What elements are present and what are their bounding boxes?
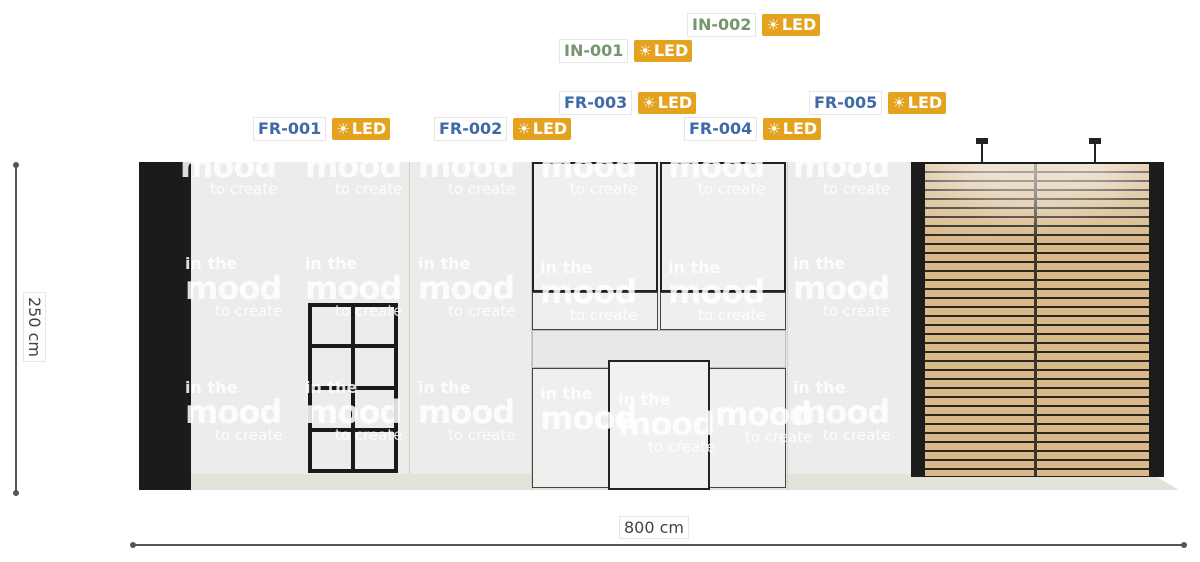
sun-icon: ☀	[892, 94, 906, 112]
light-tag-fr-004[interactable]: FR-004 ☀LED	[684, 117, 822, 141]
led-badge: ☀LED	[332, 118, 391, 140]
spotlight-icon	[976, 138, 988, 144]
led-badge: ☀LED	[638, 92, 697, 114]
cube-shelf	[308, 303, 398, 473]
light-code: FR-004	[684, 117, 758, 141]
spotlight-icon	[1089, 138, 1101, 144]
light-tag-fr-003[interactable]: FR-003 ☀LED	[559, 91, 697, 115]
sun-icon: ☀	[767, 120, 781, 138]
light-code: FR-001	[253, 117, 327, 141]
cabinet-upper-left[interactable]	[532, 162, 658, 292]
left-end-column	[139, 162, 191, 490]
light-tag-fr-002[interactable]: FR-002 ☀LED	[434, 117, 572, 141]
sun-icon: ☀	[638, 42, 652, 60]
spotlight-glow	[925, 164, 1149, 244]
led-badge: ☀LED	[763, 118, 822, 140]
light-code: FR-002	[434, 117, 508, 141]
led-badge: ☀LED	[513, 118, 572, 140]
light-code: IN-002	[687, 13, 757, 37]
sun-icon: ☀	[766, 16, 780, 34]
width-dimension-label: 800 cm	[619, 516, 690, 539]
light-code: FR-003	[559, 91, 633, 115]
light-tag-fr-001[interactable]: FR-001 ☀LED	[253, 117, 391, 141]
panel-seam	[531, 162, 532, 490]
light-code: IN-001	[559, 39, 629, 63]
led-badge: ☀LED	[634, 40, 693, 62]
led-badge: ☀LED	[888, 92, 947, 114]
cabinet-mid-left[interactable]	[532, 292, 658, 330]
light-tag-in-001[interactable]: IN-001 ☀LED	[559, 39, 693, 63]
panel-seam	[409, 162, 410, 474]
booth-elevation	[139, 162, 1179, 490]
slat-divider	[1034, 164, 1037, 476]
light-tag-fr-005[interactable]: FR-005 ☀LED	[809, 91, 947, 115]
spotlight-arm	[981, 144, 983, 162]
sun-icon: ☀	[517, 120, 531, 138]
light-tag-in-002[interactable]: IN-002 ☀LED	[687, 13, 821, 37]
cabinet-mid-right[interactable]	[660, 292, 786, 330]
led-badge: ☀LED	[762, 14, 821, 36]
sun-icon: ☀	[642, 94, 656, 112]
height-dimension-label: 250 cm	[23, 292, 46, 363]
panel-seam	[787, 162, 788, 490]
reception-counter[interactable]	[608, 360, 710, 490]
light-code: FR-005	[809, 91, 883, 115]
sun-icon: ☀	[336, 120, 350, 138]
cabinet-upper-right[interactable]	[660, 162, 786, 292]
spotlight-arm	[1094, 144, 1096, 162]
